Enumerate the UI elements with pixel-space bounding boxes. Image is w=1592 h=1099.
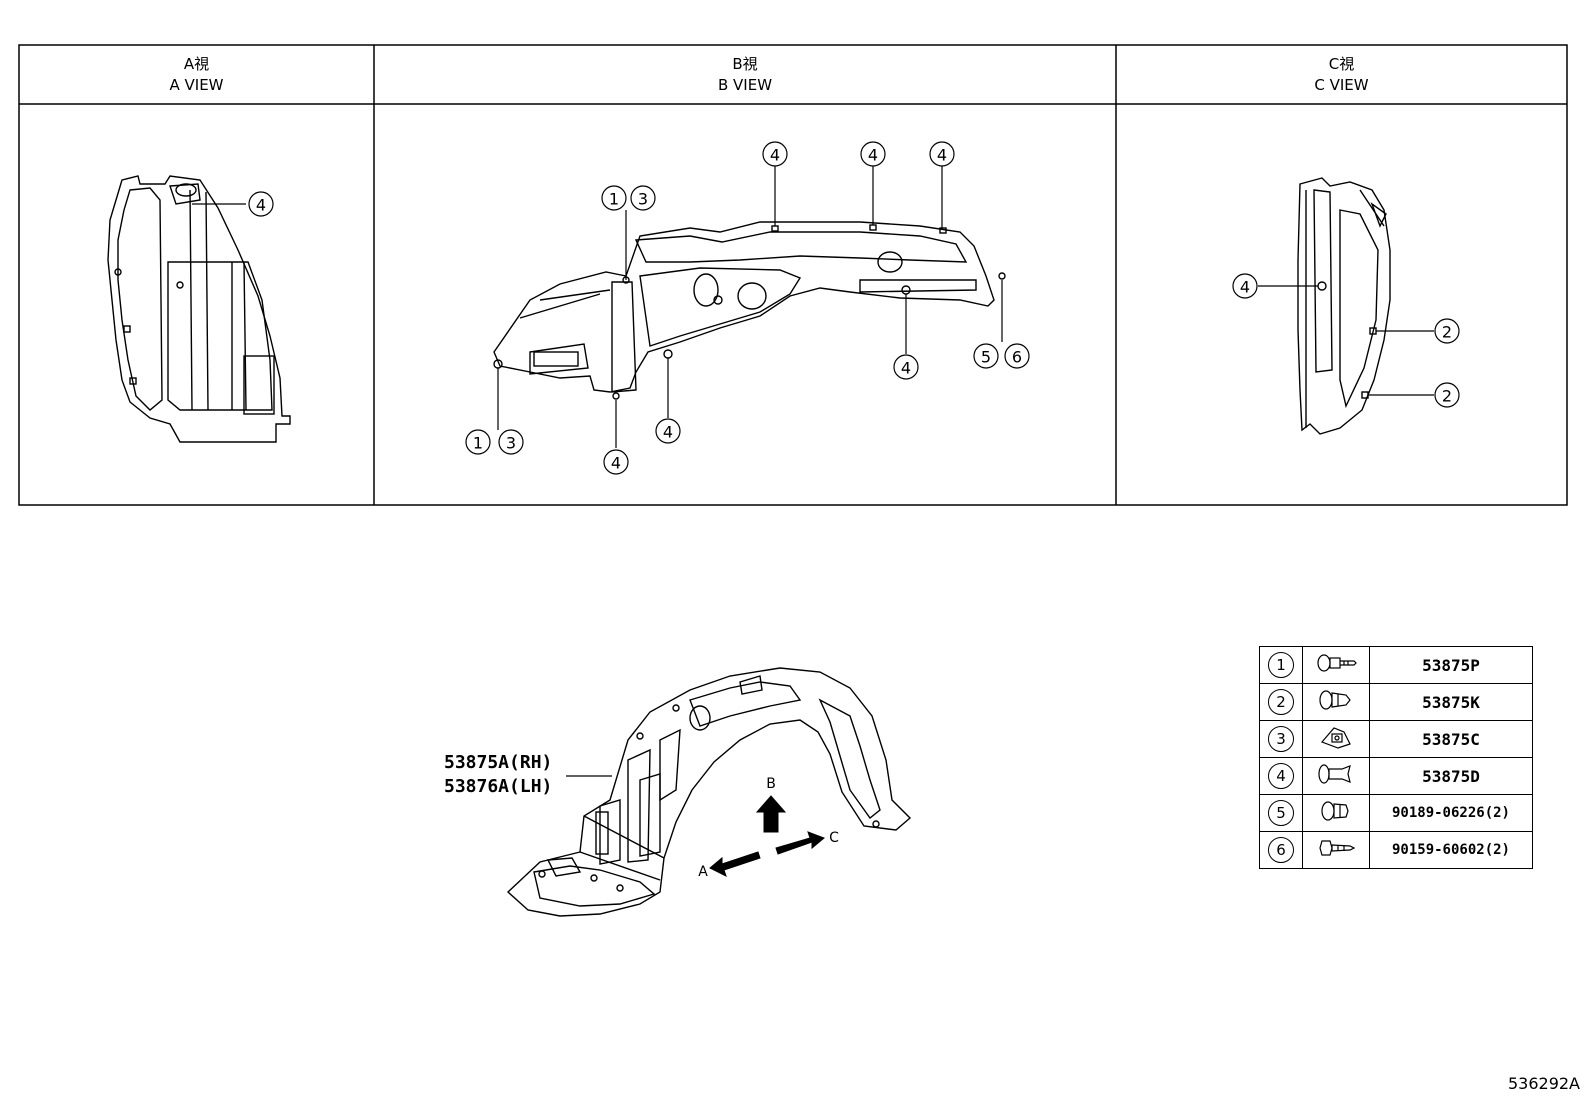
legend-callout: 6 [1259, 831, 1303, 869]
view-title-c: C視 C VIEW [1116, 54, 1567, 96]
legend-part-number: 53875K [1369, 683, 1533, 721]
legend-part-number: 53875D [1369, 757, 1533, 795]
legend-part-number: 53875P [1369, 646, 1533, 684]
arrow-a [709, 851, 761, 877]
b-view-leaders [465, 141, 1030, 475]
screw-icon [1302, 831, 1370, 869]
legend-row: 2 53875K [1259, 683, 1533, 721]
screw-grommet-icon [1302, 646, 1370, 684]
legend-callout-number: 1 [1268, 652, 1294, 678]
arrow-b [755, 795, 787, 833]
legend-callout-number: 6 [1268, 837, 1294, 863]
view-title-c-en: C VIEW [1314, 76, 1369, 94]
clip-icon [1302, 683, 1370, 721]
legend-row: 1 53875P [1259, 646, 1533, 684]
nut-clip-icon [1302, 720, 1370, 758]
legend-callout-number: 5 [1268, 800, 1294, 826]
legend-callout-number: 4 [1268, 763, 1294, 789]
push-clip-icon [1302, 757, 1370, 795]
legend-row: 4 53875D [1259, 757, 1533, 795]
view-title-a: A視 A VIEW [19, 54, 374, 96]
diagram-code: 536292A [1507, 1074, 1580, 1093]
legend-callout-number: 2 [1268, 689, 1294, 715]
view-title-a-jp: A視 [183, 55, 210, 73]
c-view-liner-drawing [1297, 177, 1391, 435]
legend-callout-number: 3 [1268, 726, 1294, 752]
b-view-liner-drawing [493, 221, 1006, 400]
view-arrows [709, 795, 825, 877]
view-title-b-en: B VIEW [717, 76, 773, 94]
legend-callout: 1 [1259, 646, 1303, 684]
legend-callout: 2 [1259, 683, 1303, 721]
a-view-liner-drawing [107, 175, 291, 443]
legend-row: 3 53875C [1259, 720, 1533, 758]
c-view-leaders [1232, 273, 1460, 408]
a-view-leaders [192, 191, 274, 217]
callout-circle [248, 191, 274, 217]
legend-callout: 4 [1259, 757, 1303, 795]
view-title-c-jp: C視 [1328, 55, 1355, 73]
view-frame [18, 44, 1568, 506]
legend-part-number: 90159-60602(2) [1369, 831, 1533, 869]
fastener-legend-table: 1 53875P 2 53875K 3 53875C 4 53875D 5 90189-06226… [1259, 646, 1533, 869]
view-title-b: B視 B VIEW [374, 54, 1116, 96]
legend-part-number: 53875C [1369, 720, 1533, 758]
view-title-a-en: A VIEW [169, 76, 224, 94]
legend-row: 6 90159-60602(2) [1259, 831, 1533, 869]
main-liner-drawing [506, 667, 912, 917]
view-title-b-jp: B視 [732, 55, 758, 73]
arrow-c [775, 831, 825, 855]
grommet-icon [1302, 794, 1370, 832]
legend-row: 5 90189-06226(2) [1259, 794, 1533, 832]
legend-callout: 3 [1259, 720, 1303, 758]
legend-callout: 5 [1259, 794, 1303, 832]
legend-part-number: 90189-06226(2) [1369, 794, 1533, 832]
